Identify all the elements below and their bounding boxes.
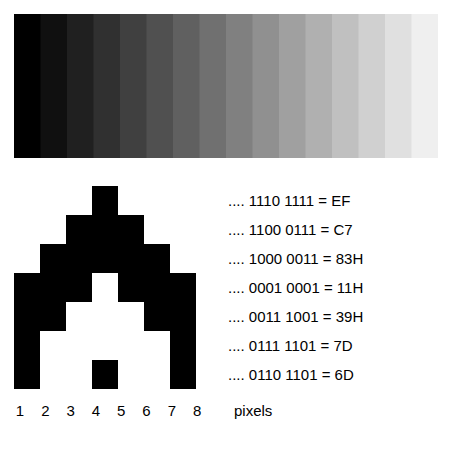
black-pixel [40,244,170,273]
grey-stripe [279,14,306,158]
axis-caption: pixels [234,403,272,420]
black-pixel [144,302,196,331]
black-pixel [170,331,196,360]
grey-stripe [306,14,333,158]
grey-stripe [14,14,41,158]
pixel-number: 6 [142,403,150,420]
bit-pattern-text: .... 0111 1101 = 7D [228,337,353,354]
bit-pattern-text: .... 0001 0001 = 11H [228,279,363,296]
grey-stripe [147,14,174,158]
grey-stripe [412,14,439,158]
pixel-number: 3 [66,403,74,420]
grey-stripe [120,14,147,158]
black-pixel [14,360,40,389]
grey-stripe [253,14,280,158]
grey-stripe [226,14,253,158]
black-pixel [66,215,144,244]
black-pixel [118,273,196,302]
bit-pattern-text: .... 0011 1001 = 39H [228,308,363,325]
grey-scale-bar [14,14,438,158]
grey-stripe [332,14,359,158]
bit-pattern-text: .... 1110 1111 = EF [228,192,350,209]
grey-stripe [173,14,200,158]
pixel-number: 1 [16,403,24,420]
pixel-number: 8 [193,403,201,420]
grey-stripe [200,14,227,158]
bit-pattern-text: .... 1000 0011 = 83H [228,250,363,267]
bit-pattern-text: .... 0110 1101 = 6D [228,366,354,383]
black-pixel [14,273,92,302]
pixel-number: 2 [41,403,49,420]
pixel-bitmap [14,186,196,389]
grey-stripe [67,14,94,158]
black-pixel [14,331,40,360]
bit-pattern-text: .... 1100 0111 = C7 [228,221,353,238]
grey-stripe [41,14,68,158]
grey-stripe [94,14,121,158]
grey-stripe [385,14,412,158]
grey-stripe [359,14,386,158]
pixel-number: 4 [92,403,100,420]
black-pixel [92,186,118,215]
black-pixel [170,360,196,389]
black-pixel [92,360,118,389]
black-pixel [14,302,66,331]
pixel-number: 5 [117,403,125,420]
pixel-number: 7 [168,403,176,420]
